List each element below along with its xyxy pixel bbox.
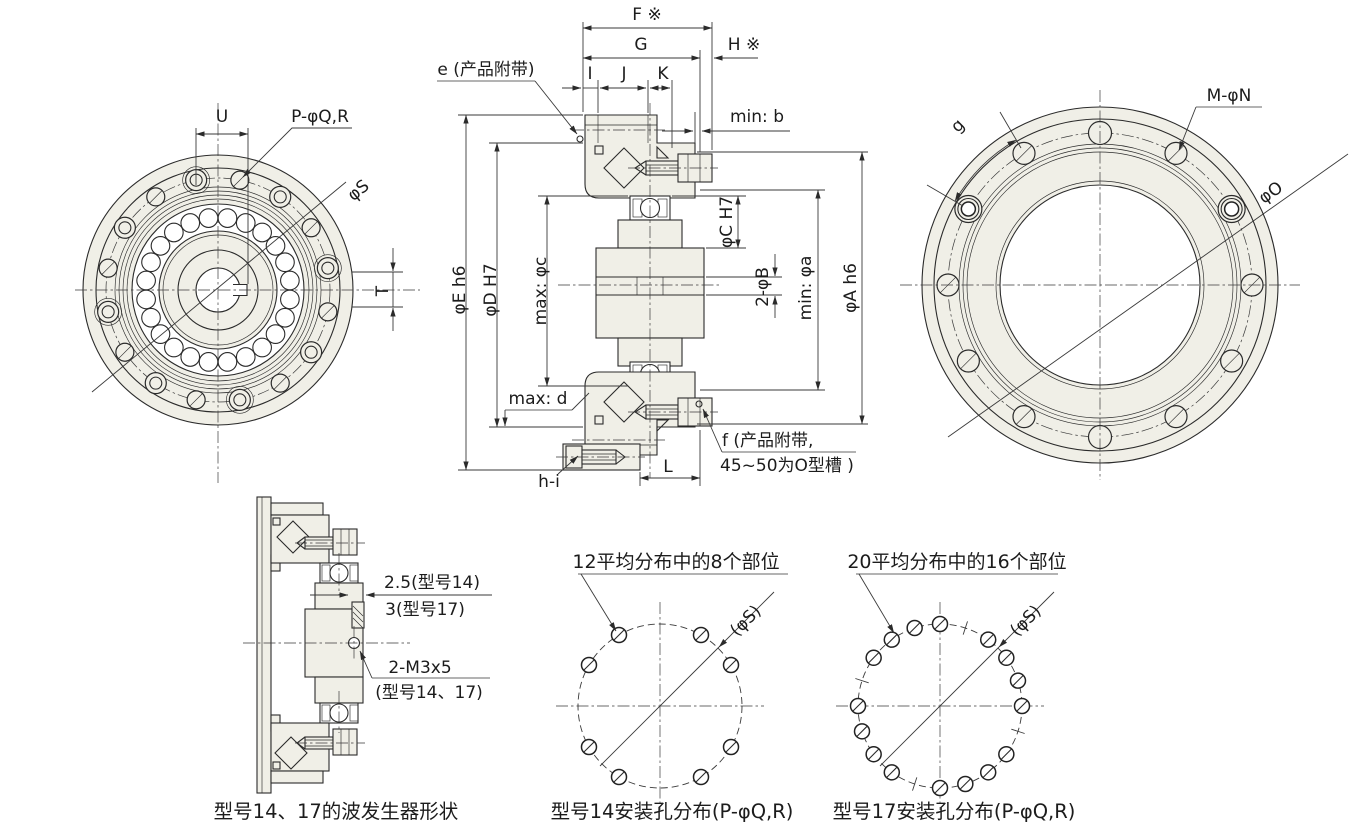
front-bolt-holes	[94, 166, 342, 414]
h14-note: 12平均分布中的8个部位	[572, 551, 779, 573]
dim-k-label: K	[657, 64, 669, 84]
h14-dia-s: (φS)	[726, 601, 765, 640]
pin-f	[695, 400, 703, 408]
h17-dia-s: (φS)	[1006, 601, 1045, 640]
bolt-holes-label: P-φQ,R	[291, 107, 349, 127]
wave-gen-caption: 型号14、17的波发生器形状	[214, 800, 459, 823]
hole-pattern-14: (φS) 12平均分布中的8个部位 型号14安装孔分布(P-φQ,R)	[551, 551, 794, 823]
two-b-label: 2-φB	[753, 267, 773, 307]
dim-g-label: G	[634, 35, 647, 55]
label-mn: M-φN	[1207, 86, 1252, 106]
dim-g-arc-label: g	[947, 115, 969, 137]
h14-caption: 型号14安装孔分布(P-φQ,R)	[551, 800, 794, 823]
dim-l-label: L	[663, 457, 673, 477]
label-f-line1: f (产品附带,	[722, 431, 813, 451]
dim-model17: 3(型号17)	[385, 600, 465, 620]
dim-f-label: F ※	[632, 5, 661, 25]
dim-u-label: U	[216, 107, 228, 127]
holes-14-set	[580, 626, 740, 786]
min-b-label: min: b	[730, 107, 784, 127]
dim-i-label: I	[587, 64, 592, 84]
h17-note: 20平均分布中的16个部位	[847, 551, 1066, 573]
cross-section-view: F ※ G H ※ I J K e (产品附带) min: b φE h6 φD…	[437, 5, 868, 492]
rear-view: g M-φN φO	[900, 86, 1349, 480]
pin-e	[576, 135, 584, 143]
label-models: (型号14、17)	[375, 683, 483, 703]
min-a-label: min: φa	[796, 256, 816, 321]
label-m3: 2-M3x5	[388, 658, 451, 678]
bearing-balls-ring	[136, 208, 300, 372]
dim-model14: 2.5(型号14)	[384, 573, 480, 593]
dia-s-label: φS	[344, 176, 374, 205]
dim-h-label: H ※	[728, 35, 760, 55]
label-hi: h-i	[538, 472, 560, 492]
dim-j-label: J	[620, 64, 626, 84]
dia-e-label: φE h6	[450, 266, 470, 315]
label-f-line2: 45~50为O型槽 )	[720, 456, 854, 476]
cross-roller-upper	[603, 147, 645, 189]
hole-pattern-17: (φS) 20平均分布中的16个部位 型号17安装孔分布(P-φQ,R)	[833, 551, 1076, 823]
dia-a-label: φA h6	[841, 263, 861, 313]
max-d-label: max: d	[509, 389, 568, 409]
dia-o-label: φO	[1255, 178, 1287, 208]
max-c-label: max: φc	[531, 257, 551, 326]
label-e: e (产品附带)	[437, 60, 534, 80]
dia-d-label: φD H7	[481, 263, 501, 316]
front-view: φS U P-φQ,R T	[75, 103, 420, 483]
holes-17-set	[849, 615, 1031, 797]
wave-generator-view: 2.5(型号14) 3(型号17) 2-M3x5 (型号14、17) 型号14、…	[214, 496, 492, 823]
cross-roller-lower	[603, 381, 645, 423]
dia-c-label: φC H7	[717, 196, 737, 248]
dim-t-label: T	[373, 285, 393, 297]
h17-caption: 型号17安装孔分布(P-φQ,R)	[833, 800, 1076, 823]
